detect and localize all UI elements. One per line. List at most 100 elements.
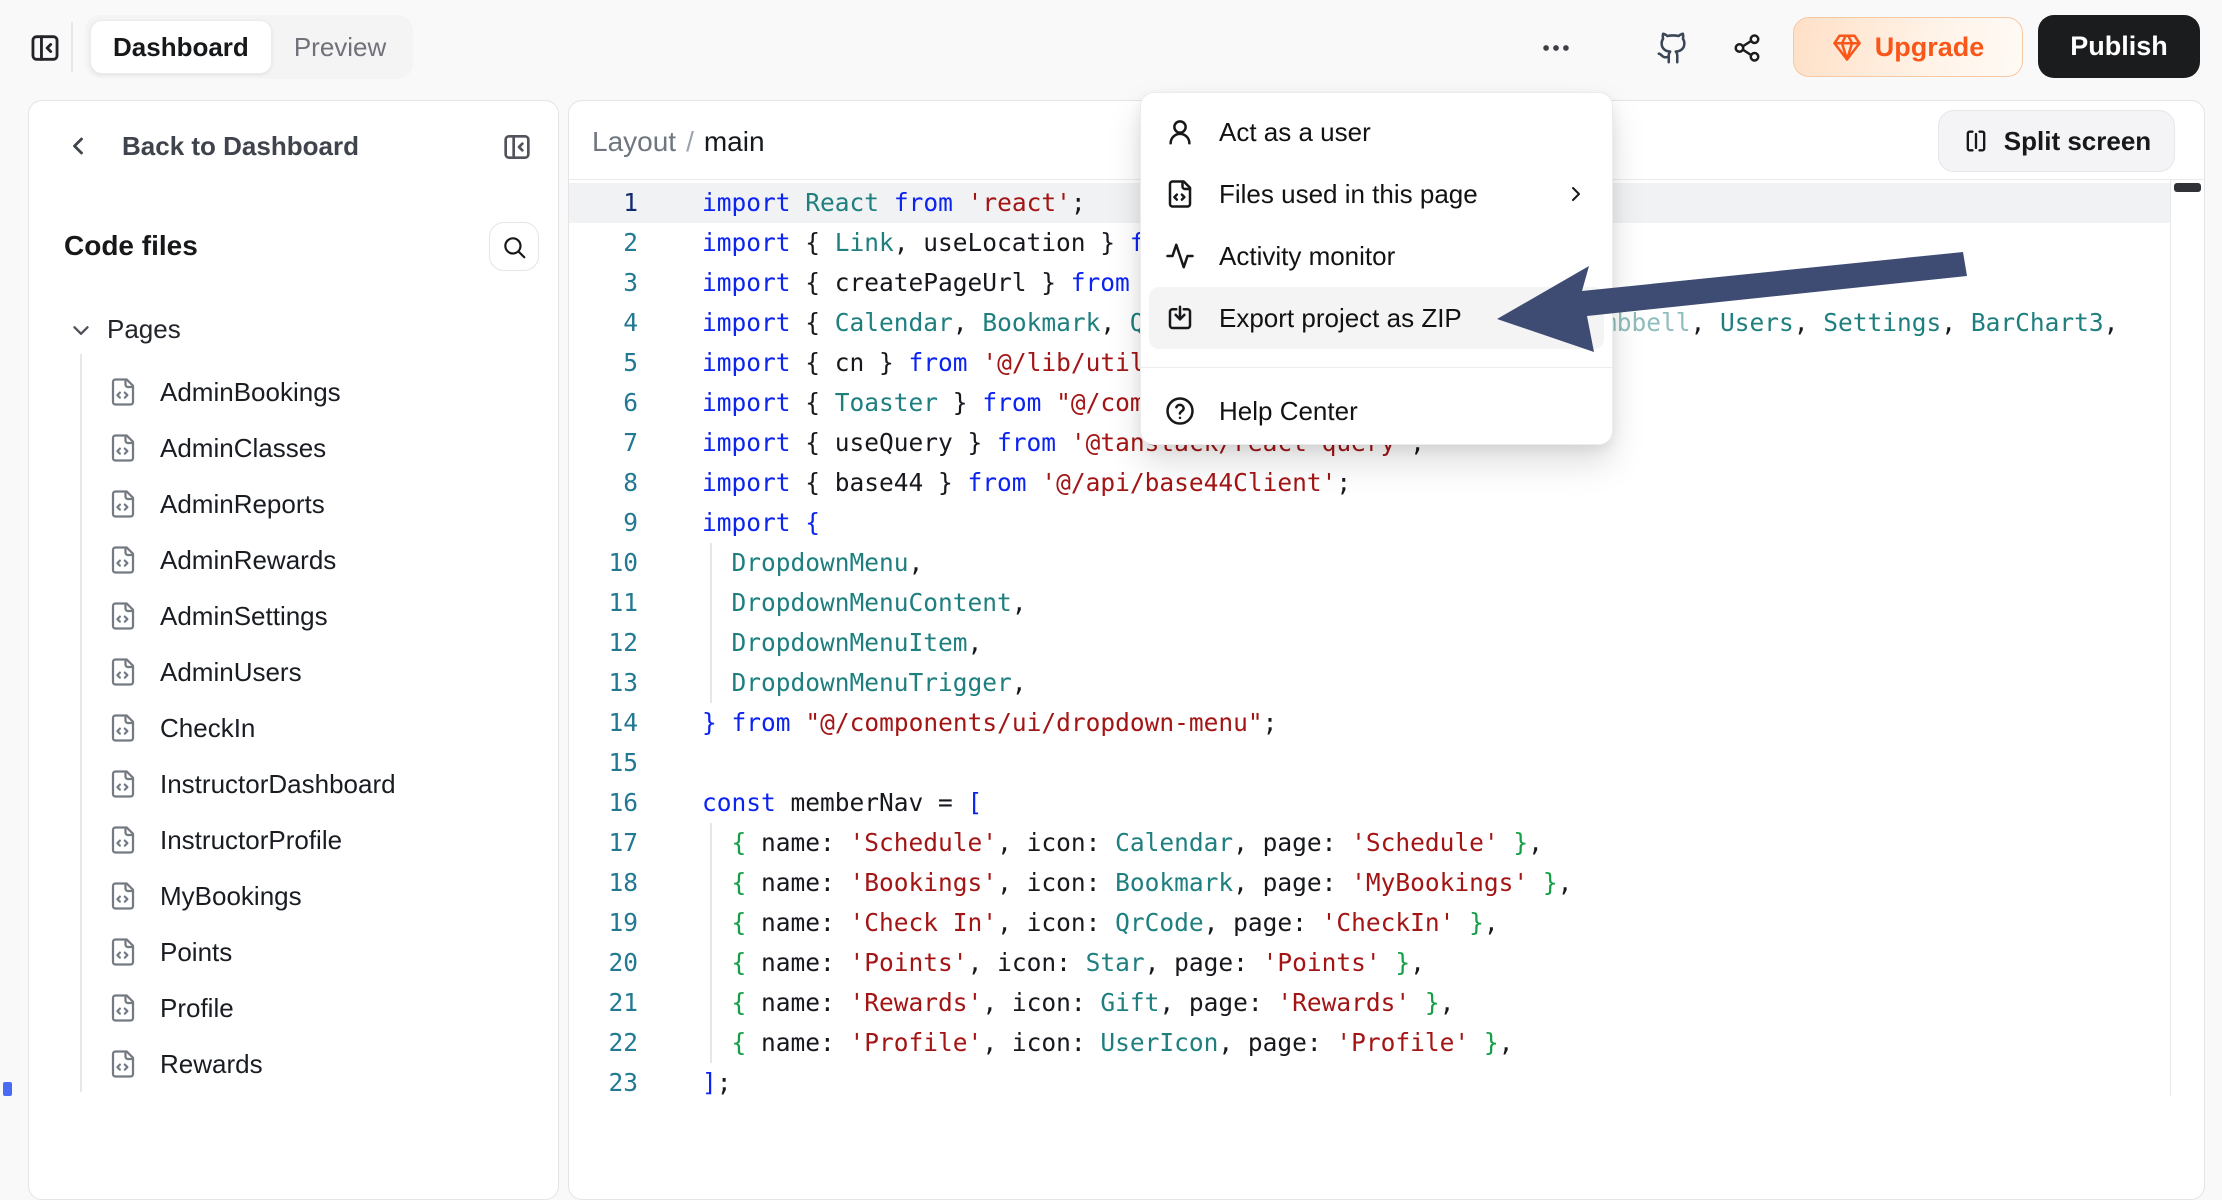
ellipsis-icon — [1539, 31, 1573, 65]
publish-label: Publish — [2070, 31, 2168, 61]
menu-item-label: Export project as ZIP — [1219, 302, 1462, 333]
code-line-13[interactable]: 13 DropdownMenuTrigger, — [569, 663, 2170, 703]
menu-item-help-center[interactable]: Help Center — [1149, 380, 1604, 442]
code-line-14[interactable]: 14} from "@/components/ui/dropdown-menu"… — [569, 703, 2170, 743]
file-name: CheckIn — [160, 712, 256, 743]
breadcrumb-root[interactable]: Layout — [592, 126, 677, 157]
line-number: 5 — [623, 348, 638, 377]
code-text: } from "@/components/ui/dropdown-menu"; — [702, 708, 1278, 737]
search-files-button[interactable] — [489, 222, 539, 271]
editor-scrollbar-thumb[interactable] — [2174, 183, 2201, 192]
sidebar-file-adminrewards[interactable]: AdminRewards — [108, 532, 538, 588]
indent-guide — [710, 543, 712, 703]
line-number: 2 — [623, 228, 638, 257]
sidebar-file-rewards[interactable]: Rewards — [108, 1036, 538, 1092]
more-options-button[interactable] — [1534, 32, 1578, 64]
github-button[interactable] — [1655, 30, 1691, 66]
line-number: 1 — [623, 188, 638, 217]
back-to-dashboard-link[interactable]: Back to Dashboard — [122, 131, 359, 161]
line-number: 21 — [608, 988, 638, 1017]
menu-item-act-as-a-user[interactable]: Act as a user — [1149, 101, 1604, 163]
file-code-icon — [108, 601, 138, 631]
file-code-icon — [108, 377, 138, 407]
menu-item-activity-monitor[interactable]: Activity monitor — [1149, 225, 1604, 287]
code-line-19[interactable]: 19 { name: 'Check In', icon: QrCode, pag… — [569, 903, 2170, 943]
sidebar-file-instructorprofile[interactable]: InstructorProfile — [108, 812, 538, 868]
menu-item-files-used-in-this-page[interactable]: Files used in this page — [1149, 163, 1604, 225]
help-icon — [1165, 396, 1195, 426]
code-line-11[interactable]: 11 DropdownMenuContent, — [569, 583, 2170, 623]
tab-preview[interactable]: Preview — [293, 31, 387, 62]
upgrade-label: Upgrade — [1874, 31, 1985, 62]
tree-group-pages[interactable]: Pages — [107, 314, 181, 344]
publish-button[interactable]: Publish — [2038, 15, 2200, 78]
file-code-icon — [108, 489, 138, 519]
file-name: Points — [160, 936, 233, 967]
code-line-18[interactable]: 18 { name: 'Bookings', icon: Bookmark, p… — [569, 863, 2170, 903]
collapse-left-panel-button[interactable] — [26, 29, 64, 67]
code-line-15[interactable]: 15 — [569, 743, 2170, 783]
code-line-20[interactable]: 20 { name: 'Points', icon: Star, page: '… — [569, 943, 2170, 983]
breadcrumb: Layout / main — [592, 126, 765, 158]
share-button[interactable] — [1731, 32, 1763, 64]
editor-scrollbar-track[interactable] — [2170, 180, 2171, 1096]
line-number: 10 — [608, 548, 638, 577]
split-screen-icon — [1962, 127, 1990, 155]
code-files-panel — [28, 100, 559, 1200]
activity-icon — [1165, 241, 1195, 271]
line-number: 6 — [623, 388, 638, 417]
search-icon — [501, 234, 527, 260]
chevron-left-icon — [64, 132, 92, 160]
chevron-down-icon — [68, 317, 94, 343]
share-icon — [1732, 33, 1762, 63]
file-code-icon — [108, 993, 138, 1023]
file-name: AdminRewards — [160, 544, 337, 575]
upgrade-button[interactable]: Upgrade — [1793, 17, 2023, 77]
menu-item-label: Activity monitor — [1219, 240, 1396, 271]
code-line-12[interactable]: 12 DropdownMenuItem, — [569, 623, 2170, 663]
breadcrumb-separator: / — [686, 126, 694, 157]
user-icon — [1165, 117, 1195, 147]
file-name: InstructorProfile — [160, 824, 343, 855]
file-name: AdminBookings — [160, 376, 341, 407]
file-name: InstructorDashboard — [160, 768, 396, 799]
line-number: 15 — [608, 748, 638, 777]
code-line-21[interactable]: 21 { name: 'Rewards', icon: Gift, page: … — [569, 983, 2170, 1023]
tab-dashboard[interactable]: Dashboard — [90, 20, 272, 74]
code-text: DropdownMenuTrigger, — [731, 668, 1027, 697]
line-number: 7 — [623, 428, 638, 457]
panel-left-close-icon — [501, 131, 533, 163]
sidebar-file-adminsettings[interactable]: AdminSettings — [108, 588, 538, 644]
sidebar-file-points[interactable]: Points — [108, 924, 538, 980]
sidebar-file-profile[interactable]: Profile — [108, 980, 538, 1036]
file-code-icon — [108, 937, 138, 967]
line-number: 8 — [623, 468, 638, 497]
sidebar-file-adminusers[interactable]: AdminUsers — [108, 644, 538, 700]
menu-item-export-project-as-zip[interactable]: Export project as ZIP — [1149, 287, 1604, 349]
sidebar-file-checkin[interactable]: CheckIn — [108, 700, 538, 756]
code-text: { name: 'Check In', icon: QrCode, page: … — [731, 908, 1499, 937]
line-number: 20 — [608, 948, 638, 977]
collapse-sidebar-button[interactable] — [499, 129, 535, 165]
sidebar-file-adminreports[interactable]: AdminReports — [108, 476, 538, 532]
sidebar-file-mybookings[interactable]: MyBookings — [108, 868, 538, 924]
sidebar-file-adminbookings[interactable]: AdminBookings — [108, 364, 538, 420]
code-line-22[interactable]: 22 { name: 'Profile', icon: UserIcon, pa… — [569, 1023, 2170, 1063]
code-text: { name: 'Points', icon: Star, page: 'Poi… — [731, 948, 1425, 977]
breadcrumb-current: main — [703, 126, 765, 157]
split-screen-button[interactable]: Split screen — [1938, 110, 2175, 172]
sidebar-file-adminclasses[interactable]: AdminClasses — [108, 420, 538, 476]
code-line-23[interactable]: 23]; — [569, 1063, 2170, 1103]
file-name: AdminSettings — [160, 600, 328, 631]
file-code-icon — [108, 713, 138, 743]
sidebar-file-instructordashboard[interactable]: InstructorDashboard — [108, 756, 538, 812]
code-line-17[interactable]: 17 { name: 'Schedule', icon: Calendar, p… — [569, 823, 2170, 863]
line-number: 4 — [623, 308, 638, 337]
code-line-10[interactable]: 10 DropdownMenu, — [569, 543, 2170, 583]
line-number: 19 — [608, 908, 638, 937]
